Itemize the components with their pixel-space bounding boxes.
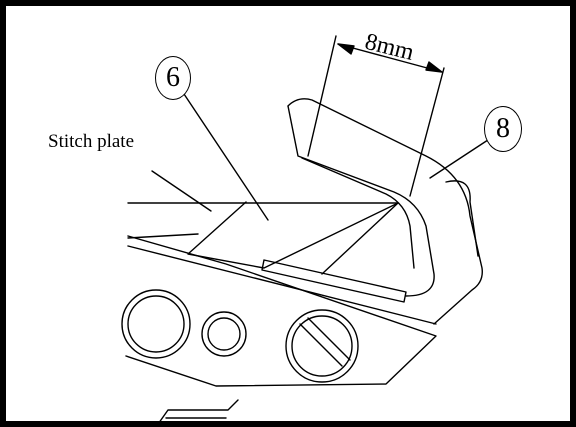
dimension-arrow-line	[337, 43, 443, 73]
dimension-arrow-left	[337, 43, 355, 55]
part6-leader	[183, 93, 269, 221]
body-top-edge	[127, 245, 437, 325]
hook-outer	[287, 98, 483, 325]
part6-diagonal	[321, 202, 399, 275]
hook-right-edge	[445, 180, 479, 257]
dimension-arrow-right	[425, 61, 443, 73]
screw-slot-1	[299, 323, 343, 367]
mechanism-drawing	[121, 35, 495, 421]
screw-head-inner	[291, 315, 353, 377]
part6-block	[187, 201, 399, 269]
part6-callout: 6	[155, 56, 191, 100]
bottom-tab	[159, 399, 239, 421]
body-outline	[125, 235, 437, 387]
hook-front	[287, 105, 435, 297]
hole-large	[121, 289, 191, 359]
hole-small-inner	[207, 317, 241, 351]
hole-large-inner	[127, 295, 185, 353]
screw-head	[285, 309, 359, 383]
dimension-ext-right	[409, 67, 445, 197]
slot-strip	[261, 259, 407, 303]
screw-slot-2	[307, 317, 351, 361]
stitch-plate-label: Stitch plate	[48, 131, 135, 152]
hook-inner	[301, 157, 415, 269]
stitch-plate-line-lower	[127, 233, 199, 239]
part8-leader	[429, 135, 495, 179]
part8-callout: 8	[484, 106, 522, 152]
hole-small	[201, 311, 247, 357]
stitch-plate-leader	[151, 170, 212, 212]
dimension-ext-left	[307, 35, 337, 157]
